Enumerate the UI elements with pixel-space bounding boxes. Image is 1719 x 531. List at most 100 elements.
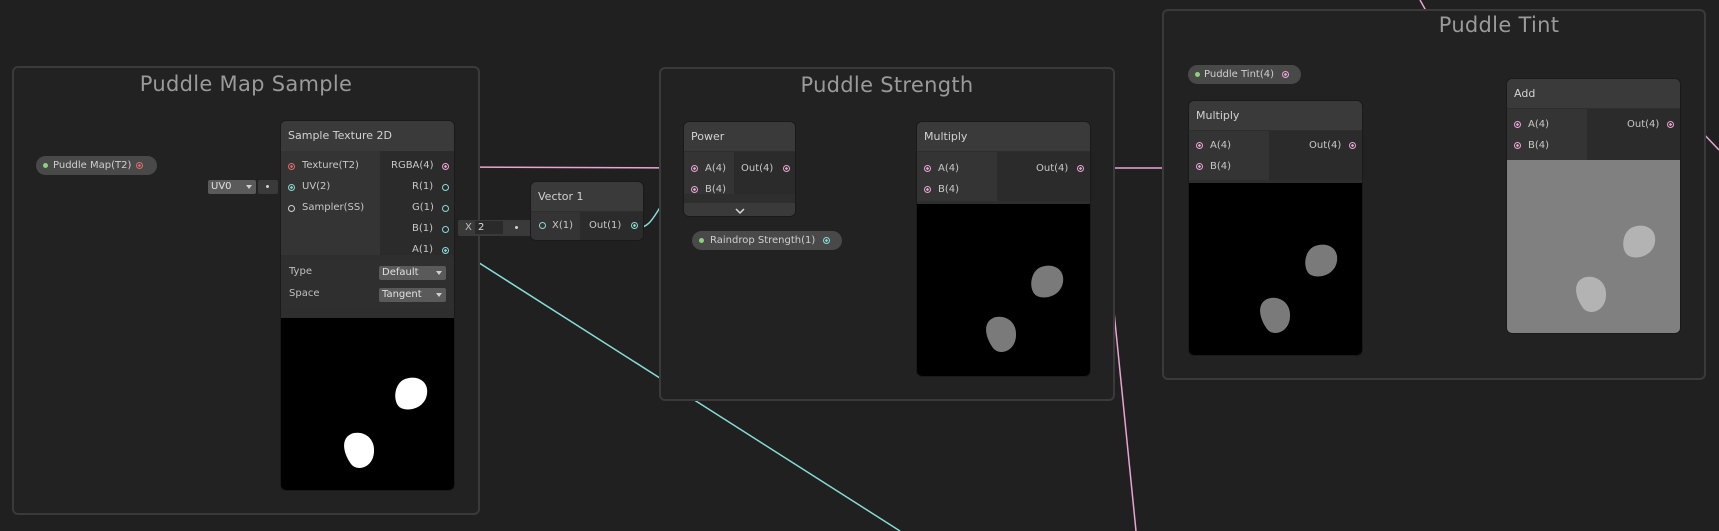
property-label: Raindrop Strength(1)	[710, 235, 816, 246]
out-port-icon[interactable]	[1349, 142, 1356, 149]
output-port-out: Out(1)	[589, 220, 622, 231]
node-vector1[interactable]: Vector 1 X(1) Out(1)	[531, 182, 643, 240]
input-port-b: B(4)	[1528, 140, 1550, 151]
chevron-down-icon	[436, 271, 442, 275]
multiply-preview	[1189, 183, 1362, 355]
a-port-icon[interactable]	[1514, 121, 1521, 128]
property-raindrop-strength[interactable]: Raindrop Strength(1)	[692, 231, 842, 250]
input-ports: X(1)	[531, 212, 580, 240]
node-sample-texture-2d[interactable]: Sample Texture 2D Texture(T2) UV(2) Samp…	[281, 121, 454, 490]
out-port-icon[interactable]	[1077, 165, 1084, 172]
preview-image	[344, 377, 428, 468]
output-port-icon[interactable]	[1282, 71, 1289, 78]
preview-image	[986, 265, 1064, 352]
input-ports: A(4) B(4)	[1507, 109, 1587, 160]
node-power[interactable]: Power A(4) B(4) Out(4)	[684, 122, 795, 216]
input-port-b: B(4)	[705, 184, 727, 195]
a-port-icon[interactable]	[924, 165, 931, 172]
wire-rgba-power	[445, 166, 694, 169]
group-title: Puddle Tint	[1438, 13, 1560, 37]
input-port-b: B(4)	[1210, 161, 1232, 172]
a-port-icon[interactable]	[691, 165, 698, 172]
g-port-icon[interactable]	[442, 205, 449, 212]
expand-toggle[interactable]	[684, 203, 795, 216]
node-multiply-strength[interactable]: Multiply A(4) B(4) Out(4)	[917, 122, 1090, 376]
input-port-uv: UV(2)	[302, 181, 331, 192]
a-port-icon[interactable]	[442, 247, 449, 254]
node-title: Vector 1	[531, 182, 643, 211]
input-port-x: X(1)	[552, 220, 574, 231]
a-port-icon[interactable]	[1196, 142, 1203, 149]
property-indicator-icon	[699, 238, 704, 243]
group-title: Puddle Strength	[800, 73, 974, 97]
preview-image	[1576, 225, 1656, 312]
out-port-icon[interactable]	[1667, 121, 1674, 128]
input-port-sampler: Sampler(SS)	[302, 202, 365, 213]
input-port-a: A(4)	[1528, 119, 1550, 130]
vector1-field-value[interactable]: 2	[475, 221, 503, 234]
vector1-field[interactable]: X 2	[458, 220, 532, 236]
output-port-r: R(1)	[412, 181, 434, 192]
b-port-icon[interactable]	[1514, 142, 1521, 149]
uv-channel-value: UV0	[211, 181, 232, 192]
input-port-a: A(4)	[1210, 140, 1232, 151]
multiply-preview	[917, 204, 1090, 376]
node-multiply-tint[interactable]: Multiply A(4) B(4) Out(4)	[1189, 101, 1362, 355]
node-add[interactable]: Add A(4) B(4) Out(4)	[1507, 79, 1680, 333]
chevron-down-icon	[246, 185, 252, 189]
space-dropdown[interactable]: Tangent	[379, 288, 446, 302]
input-ports: A(4) B(4)	[1189, 131, 1269, 180]
chevron-down-icon	[735, 208, 745, 215]
texture-port-icon[interactable]	[288, 163, 295, 170]
node-title: Multiply	[917, 122, 1090, 151]
output-port-icon[interactable]	[823, 237, 830, 244]
output-ports: Out(4)	[997, 152, 1090, 201]
input-ports: A(4) B(4)	[917, 152, 997, 201]
output-port-out: Out(4)	[1036, 163, 1069, 174]
b-port-icon[interactable]	[924, 186, 931, 193]
preview-image	[1260, 244, 1338, 333]
sampler-port-icon[interactable]	[288, 205, 295, 212]
type-label: Type	[289, 266, 312, 277]
output-ports: Out(1)	[580, 212, 643, 240]
output-ports: Out(4)	[1587, 109, 1680, 160]
output-port-g: G(1)	[412, 202, 434, 213]
x-port-icon[interactable]	[539, 222, 546, 229]
type-value: Default	[382, 267, 419, 278]
b-port-icon[interactable]	[442, 226, 449, 233]
output-port-icon[interactable]	[136, 162, 143, 169]
output-port-b: B(1)	[412, 223, 434, 234]
property-label: Puddle Map(T2)	[53, 160, 132, 171]
add-preview	[1507, 160, 1680, 333]
output-port-out: Out(4)	[741, 163, 774, 174]
node-title: Power	[684, 122, 795, 151]
output-ports: RGBA(4) R(1) G(1) B(1) A(1)	[380, 151, 454, 255]
node-title: Multiply	[1189, 101, 1362, 130]
output-port-out: Out(4)	[1309, 140, 1342, 151]
node-settings: Type Default Space Tangent	[281, 258, 454, 308]
uv-channel-dropdown[interactable]: UV0	[208, 180, 256, 194]
b-port-icon[interactable]	[691, 186, 698, 193]
texture-preview	[281, 318, 454, 490]
rgba-port-icon[interactable]	[442, 163, 449, 170]
output-ports: Out(4)	[1269, 131, 1362, 180]
output-port-a: A(1)	[412, 244, 434, 255]
r-port-icon[interactable]	[442, 184, 449, 191]
input-port-a: A(4)	[705, 163, 727, 174]
output-port-out: Out(4)	[1627, 119, 1660, 130]
b-port-icon[interactable]	[1196, 163, 1203, 170]
uv-port-icon[interactable]	[288, 184, 295, 191]
input-port-texture: Texture(T2)	[302, 160, 359, 171]
output-ports: Out(4)	[734, 152, 795, 194]
input-ports: Texture(T2) UV(2) Sampler(SS)	[281, 151, 380, 255]
type-dropdown[interactable]: Default	[379, 266, 446, 280]
property-indicator-icon	[43, 163, 48, 168]
out-port-icon[interactable]	[631, 222, 638, 229]
property-puddle-map[interactable]: Puddle Map(T2)	[36, 156, 157, 175]
out-port-icon[interactable]	[783, 165, 790, 172]
node-title: Add	[1507, 79, 1680, 108]
space-value: Tangent	[382, 289, 422, 300]
property-puddle-tint[interactable]: Puddle Tint(4)	[1188, 65, 1301, 84]
vector1-field-label: X	[465, 222, 472, 233]
property-label: Puddle Tint(4)	[1204, 69, 1274, 80]
